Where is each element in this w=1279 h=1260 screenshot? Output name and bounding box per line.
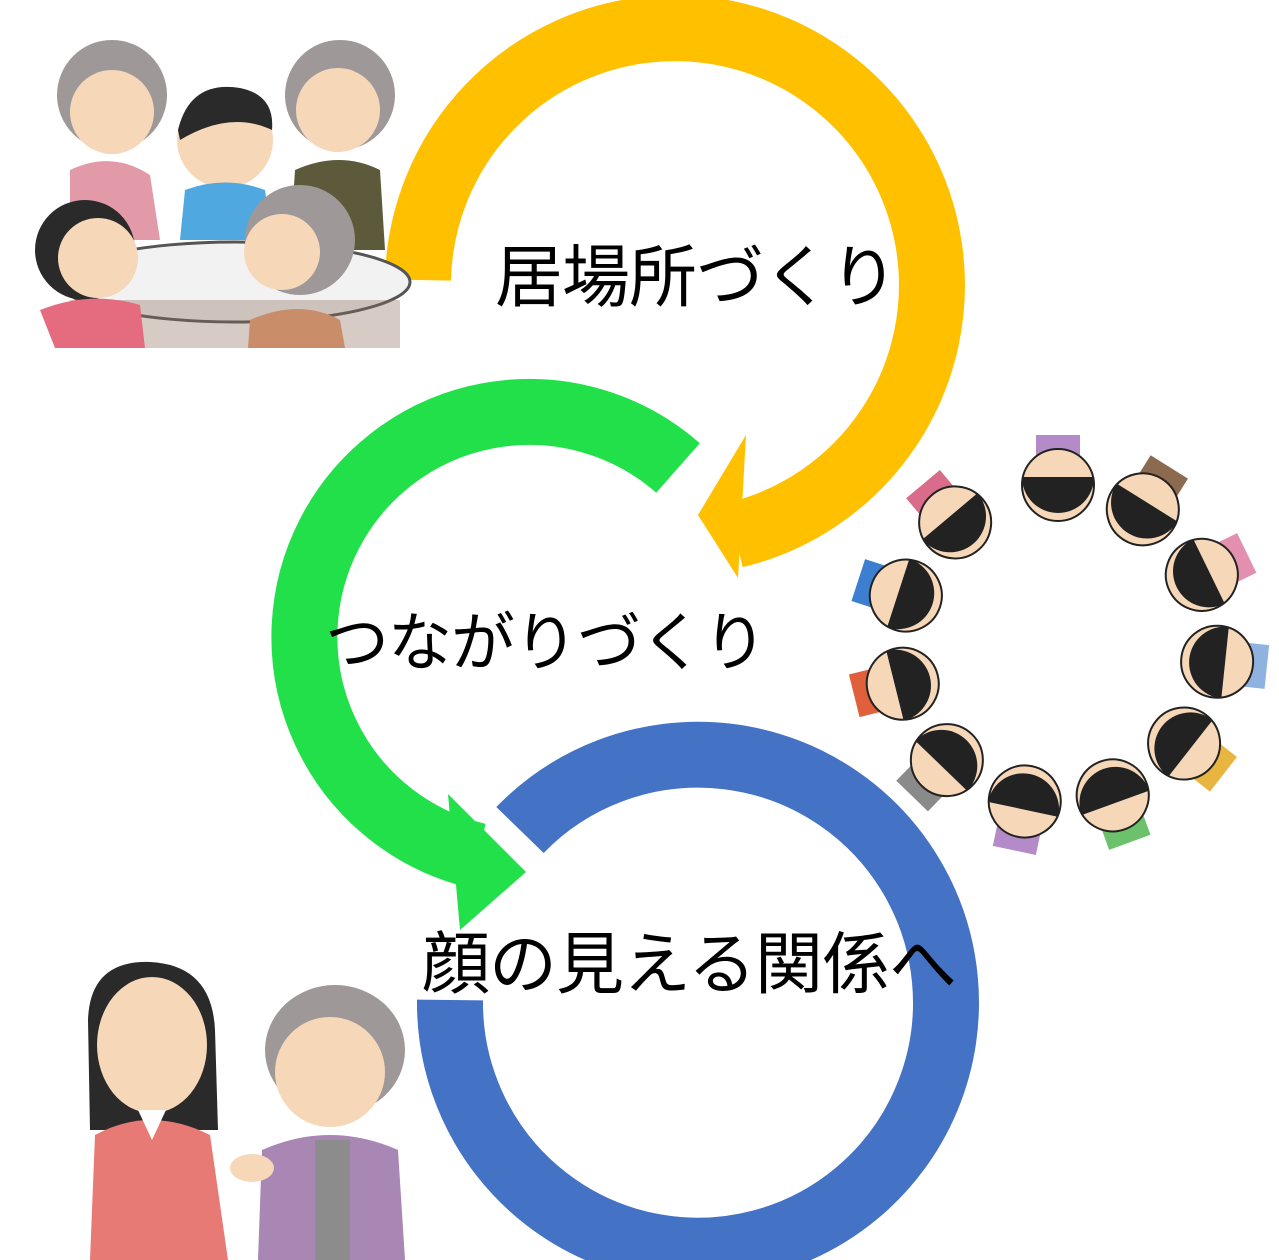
step-label-kao: 顔の見える関係へ [422, 926, 957, 1005]
two-people-holding-hands-icon [88, 961, 405, 1260]
green-arrow [271, 378, 700, 930]
yellow-arrow [385, 0, 965, 578]
blue-ring [416, 721, 979, 1260]
circle-of-people-icon [848, 435, 1270, 855]
step-label-ibasho: 居場所づくり [495, 239, 898, 318]
group-table-icon [35, 40, 412, 348]
step-label-tsunagari: つながりづくり [325, 607, 767, 681]
